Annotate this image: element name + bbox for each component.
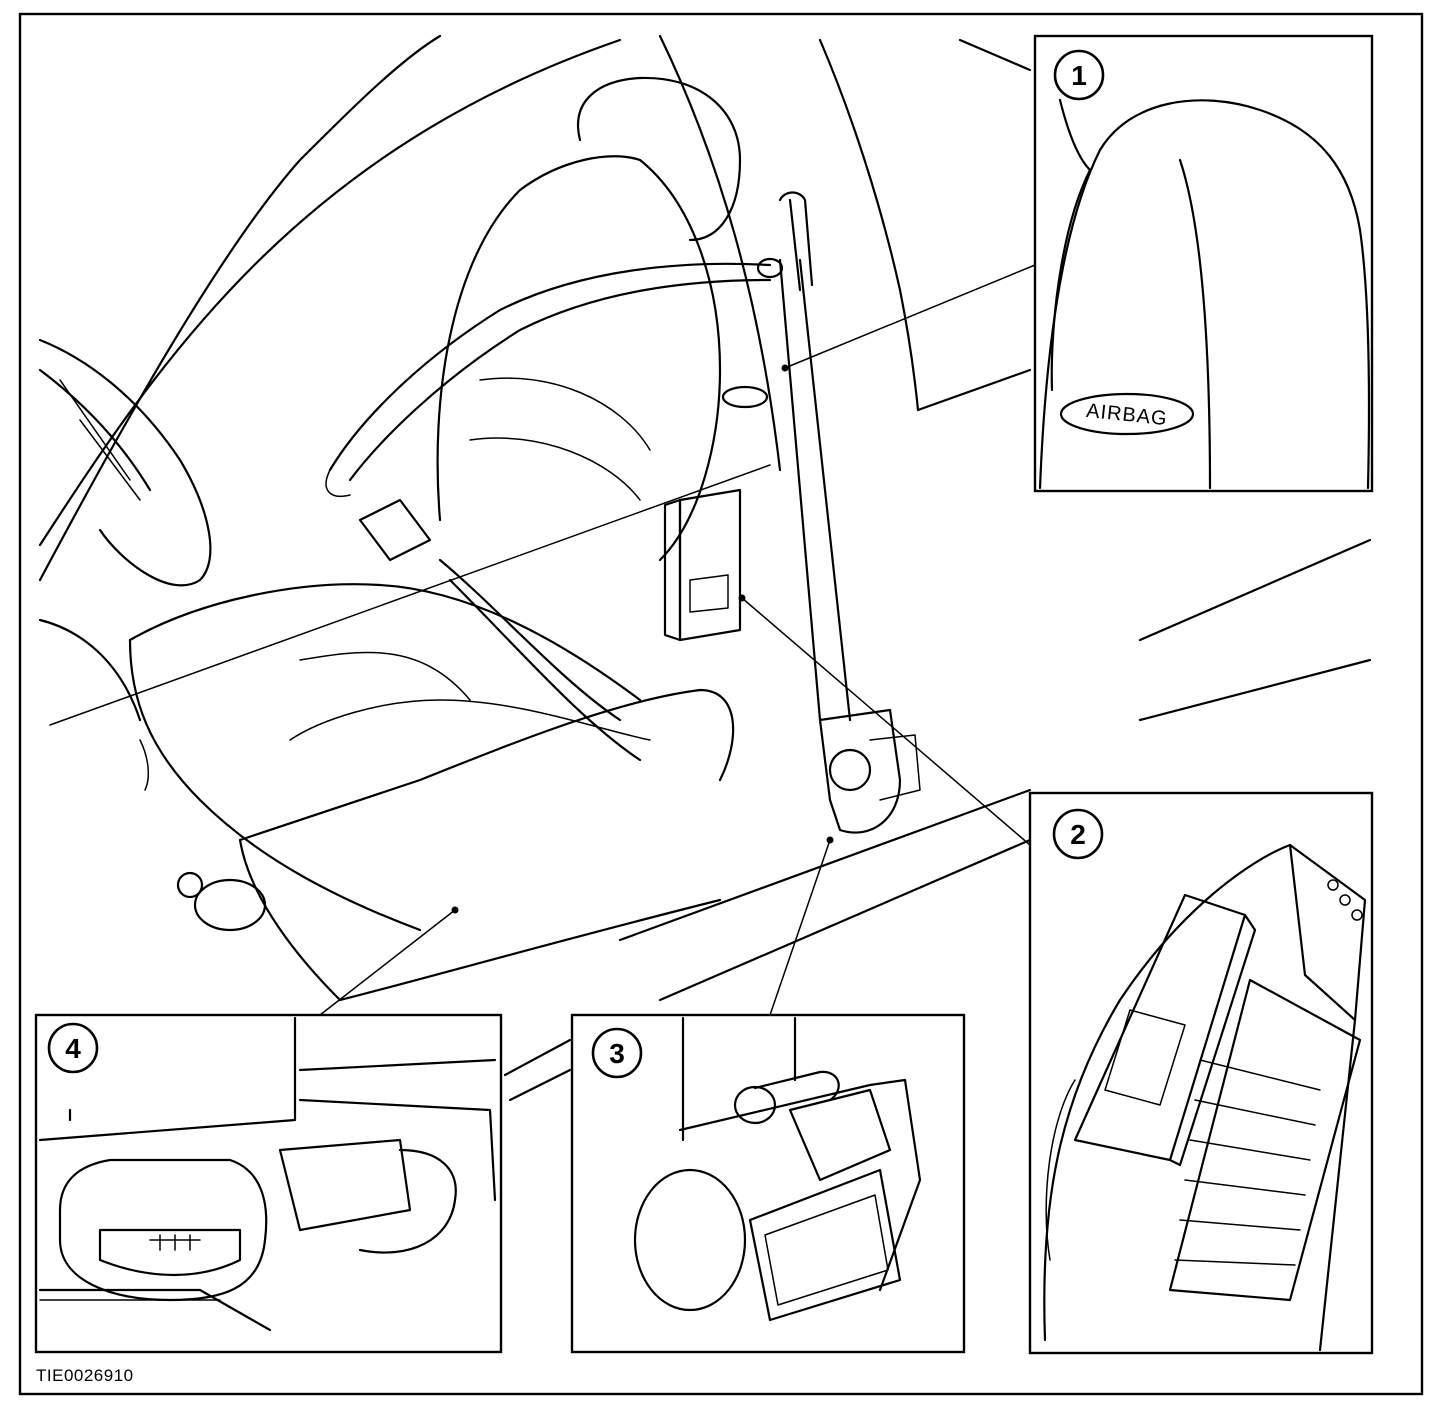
callout-4-label: 4 <box>65 1033 81 1064</box>
callout-1-label: 1 <box>1071 60 1087 91</box>
detail-panel-2 <box>1028 791 1374 1355</box>
callout-3-label: 3 <box>609 1038 625 1069</box>
callout-2-label: 2 <box>1070 819 1086 850</box>
main-illustration <box>38 34 1372 1102</box>
callout-4: 4 <box>47 1022 99 1074</box>
callout-3: 3 <box>591 1027 643 1079</box>
callout-1: 1 <box>1053 49 1105 101</box>
callout-2: 2 <box>1052 808 1104 860</box>
outer-frame <box>18 12 1424 1396</box>
figure-id: TIE0026910 <box>36 1366 134 1385</box>
detail-panel-4 <box>34 1013 503 1354</box>
detail-panel-3 <box>570 1013 966 1354</box>
detail-panel-1 <box>1033 34 1374 493</box>
